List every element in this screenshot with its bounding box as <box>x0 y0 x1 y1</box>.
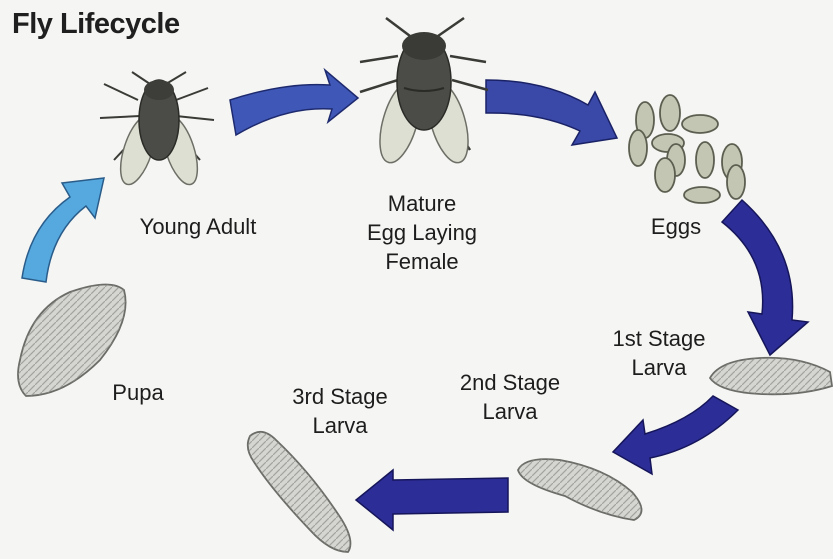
young-adult-fly-icon <box>100 72 214 189</box>
first-stage-larva-label-line: Larva <box>590 353 728 382</box>
arrow-mature-female-to-eggs <box>486 80 617 145</box>
arrow-pupa-to-young-adult <box>22 178 104 282</box>
third-stage-larva-icon <box>248 432 351 552</box>
arrow-second-larva-to-third-larva <box>356 470 508 530</box>
young-adult-label: Young Adult <box>118 212 278 241</box>
pupa-label-line: Pupa <box>98 378 178 407</box>
second-stage-larva-label-line: 2nd Stage <box>440 368 580 397</box>
eggs-label-line: Eggs <box>640 212 712 241</box>
mature-female-label-line: Egg Laying <box>348 218 496 247</box>
third-stage-larva-label-line: 3rd Stage <box>270 382 410 411</box>
third-stage-larva-label: 3rd Stage Larva <box>270 382 410 440</box>
second-stage-larva-label: 2nd Stage Larva <box>440 368 580 426</box>
first-stage-larva-icon <box>710 358 832 395</box>
arrow-young-adult-to-mature-female <box>230 70 358 135</box>
arrow-eggs-to-first-larva <box>722 200 808 355</box>
third-stage-larva-label-line: Larva <box>270 411 410 440</box>
first-stage-larva-label-line: 1st Stage <box>590 324 728 353</box>
diagram-title: Fly Lifecycle <box>12 8 180 41</box>
mature-female-label-line: Mature <box>348 189 496 218</box>
arrow-first-larva-to-second-larva <box>613 396 738 474</box>
pupa-label: Pupa <box>98 378 178 407</box>
mature-female-label: Mature Egg Laying Female <box>348 189 496 276</box>
eggs-cluster-icon <box>629 95 745 203</box>
young-adult-label-line: Young Adult <box>118 212 278 241</box>
eggs-label: Eggs <box>640 212 712 241</box>
mature-female-fly-icon <box>360 18 488 167</box>
first-stage-larva-label: 1st Stage Larva <box>590 324 728 382</box>
mature-female-label-line: Female <box>348 247 496 276</box>
second-stage-larva-label-line: Larva <box>440 397 580 426</box>
second-stage-larva-icon <box>518 459 642 520</box>
